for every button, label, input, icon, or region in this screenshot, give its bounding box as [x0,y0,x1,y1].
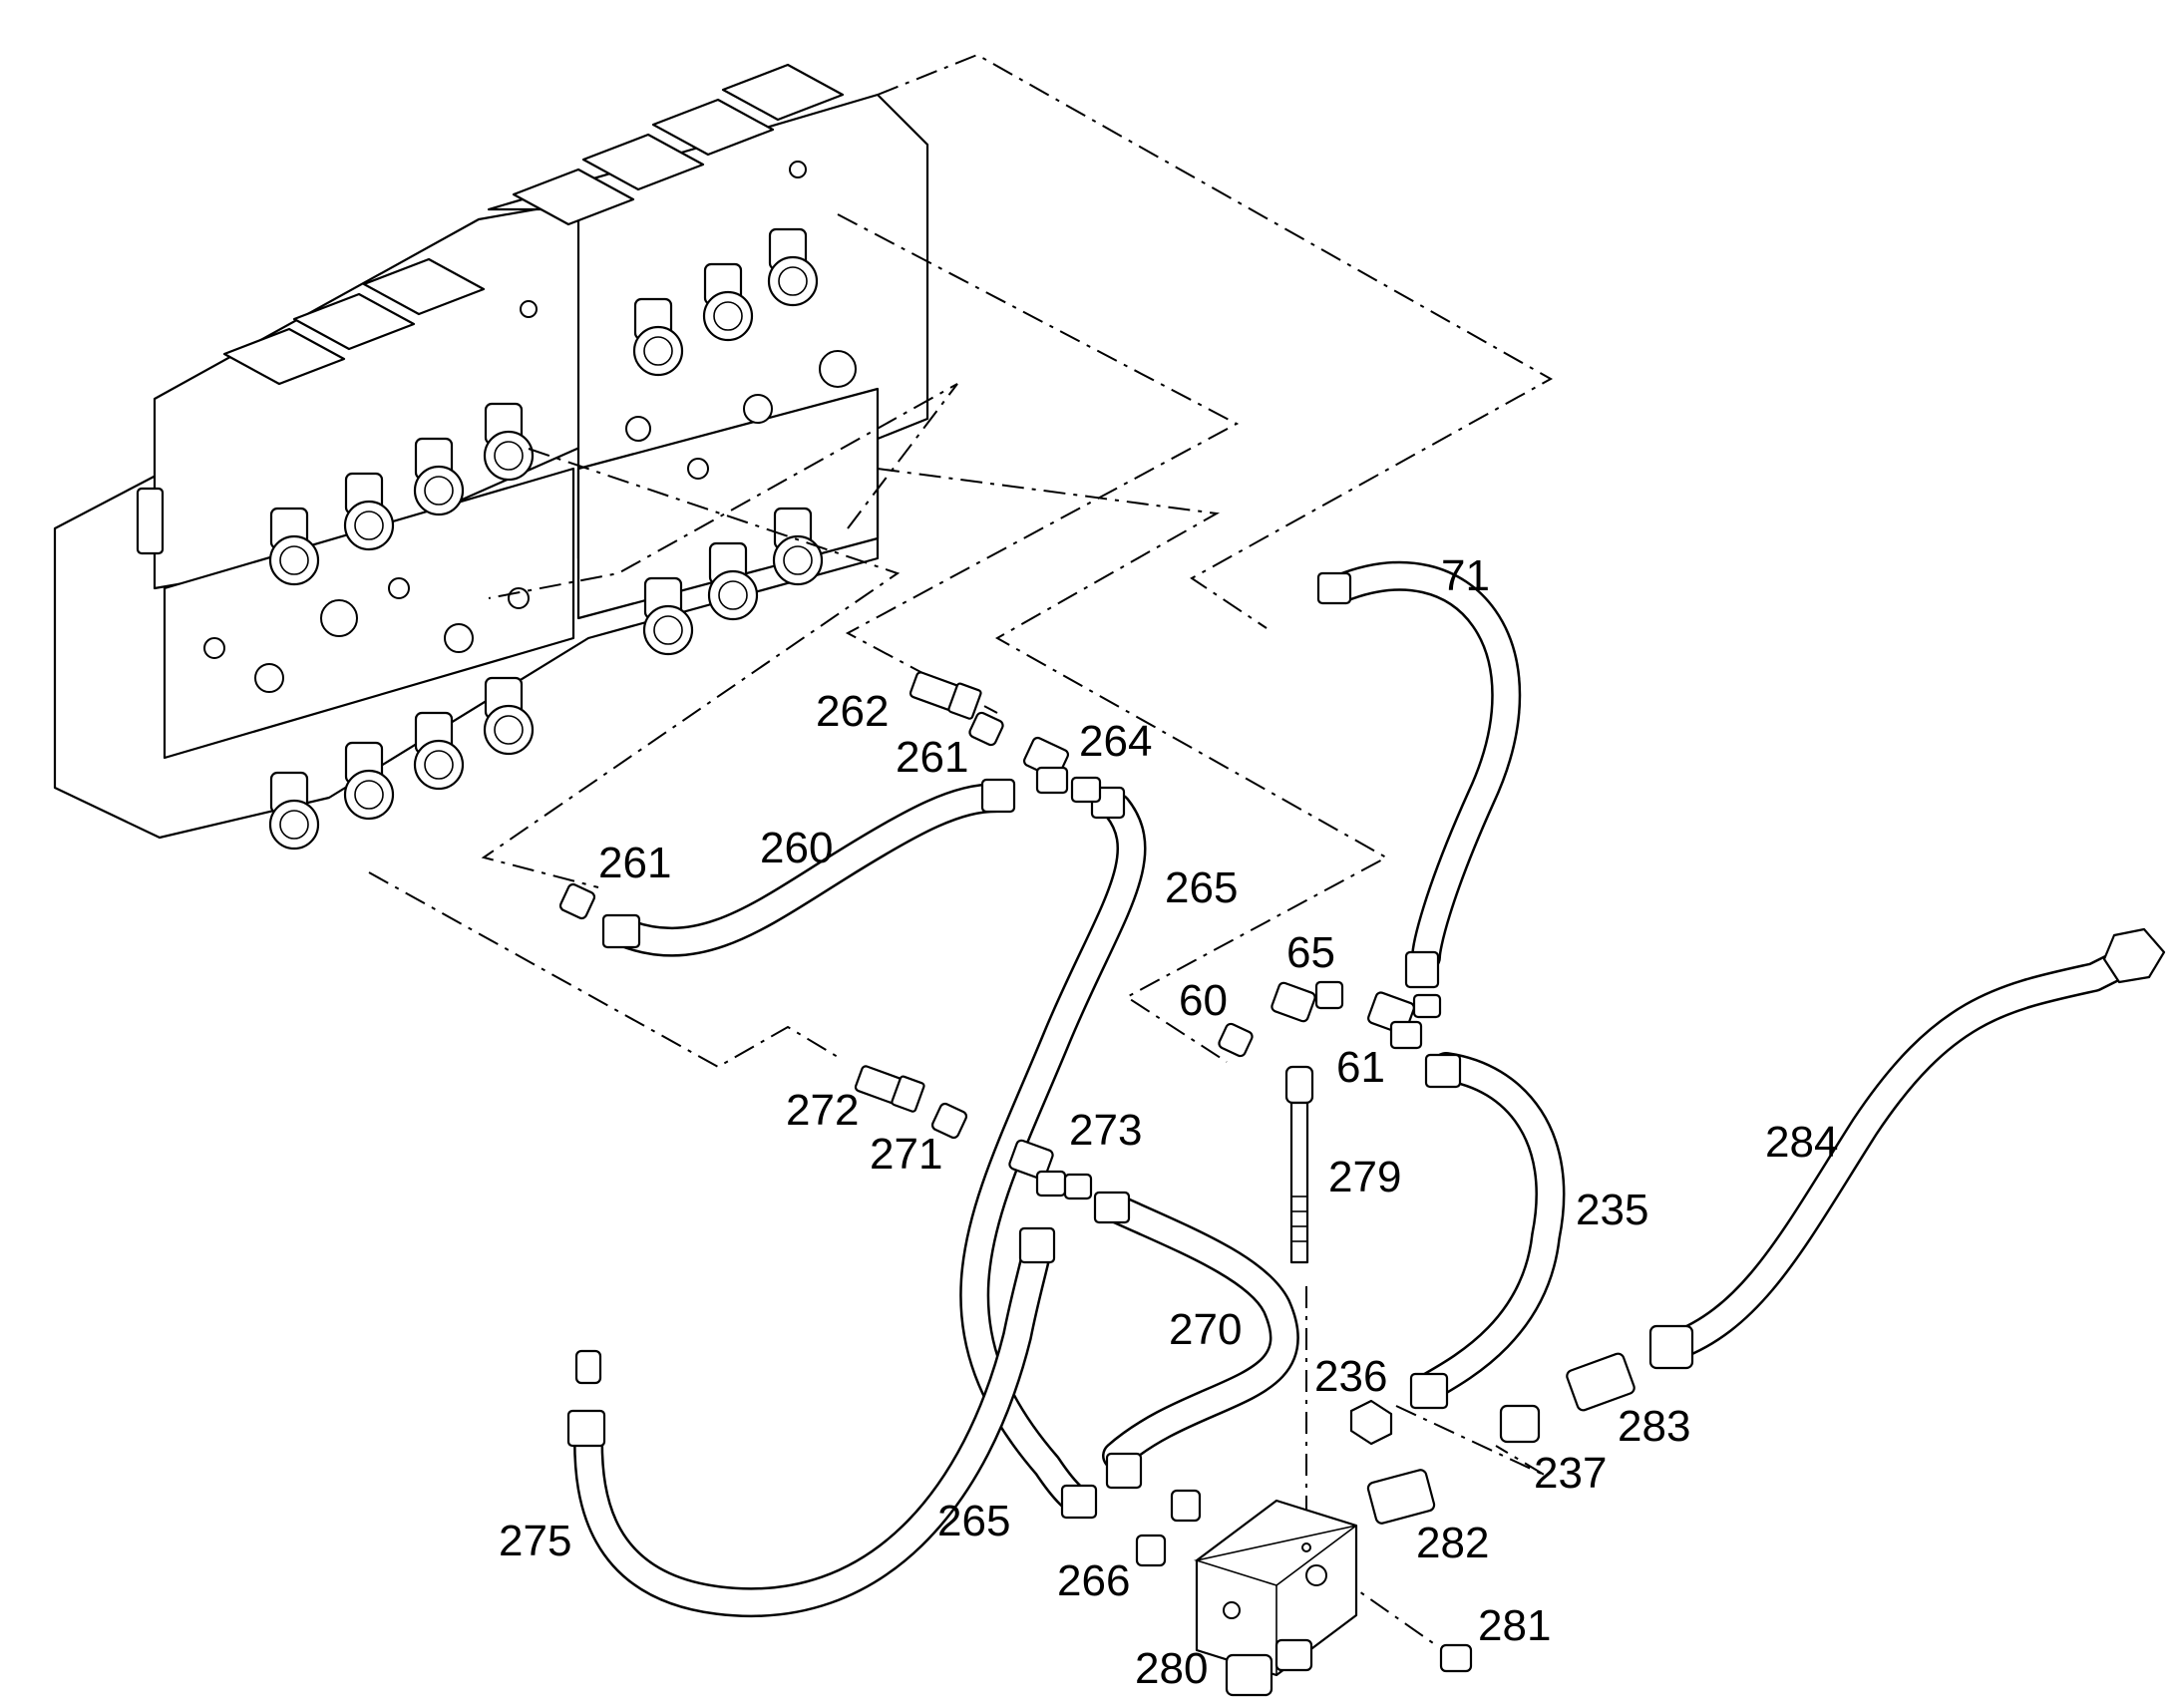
plug-281 [1439,1643,1473,1673]
hose-284 [1648,927,2166,1370]
fitting-237 [1499,1404,1541,1444]
fitting-272 [854,1065,925,1113]
callout-260: 260 [760,824,833,872]
fitting-236 [1349,1399,1393,1446]
callout-237: 237 [1534,1449,1607,1498]
hose-260 [601,778,1016,957]
callout-264: 264 [1079,717,1152,766]
leader-lines [368,53,1554,1646]
fitting-60 [1218,1022,1254,1058]
bolt-279 [1284,1065,1314,1264]
fitting-262 [908,671,982,720]
fitting-261-top [968,711,1004,747]
callout-71: 71 [1441,551,1490,600]
callout-265-lower: 265 [937,1497,1010,1545]
fitting-264 [1022,736,1102,804]
hose-235 [1409,1052,1566,1410]
callout-284: 284 [1765,1118,1838,1167]
solenoid-coils [268,227,824,851]
callout-labels: 71 262 261 264 260 261 265 65 60 61 272 … [499,551,1838,1693]
callout-261-left: 261 [598,839,671,887]
callout-270: 270 [1169,1305,1242,1354]
callout-283: 283 [1618,1402,1690,1451]
callout-281: 281 [1478,1601,1551,1650]
callout-60: 60 [1179,976,1228,1025]
callout-280: 280 [1135,1644,1208,1693]
solenoid-caps [222,63,845,386]
fitting-283 [1566,1352,1635,1412]
fitting-261-left [558,882,596,920]
callout-61: 61 [1336,1043,1385,1092]
hose-71 [1316,561,1522,989]
fitting-271 [930,1102,968,1140]
fitting-282 [1366,1469,1436,1525]
callout-266: 266 [1057,1556,1130,1605]
hose-275 [566,1226,1056,1617]
callout-261: 261 [896,733,968,782]
callout-235: 235 [1576,1186,1648,1234]
callout-273: 273 [1069,1106,1142,1155]
callout-65: 65 [1286,928,1335,977]
callout-279: 279 [1328,1153,1401,1201]
callout-262: 262 [816,687,889,736]
callout-275: 275 [499,1517,571,1565]
fitting-65 [1271,980,1344,1023]
callout-265-upper: 265 [1165,863,1238,912]
fitting-61 [1367,991,1442,1050]
fitting-266 [1135,1489,1202,1567]
control-valve-block [53,63,929,851]
fittings [558,671,1635,1673]
callout-236: 236 [1314,1352,1387,1401]
valve-block-280 [1193,1499,1358,1697]
hose-270 [1093,1191,1299,1490]
callout-272: 272 [786,1086,859,1135]
fitting-275-nipple [574,1349,602,1385]
callout-271: 271 [870,1130,942,1179]
callout-282: 282 [1416,1519,1489,1567]
fitting-273 [1008,1139,1093,1200]
hose-265-upper [959,786,1147,1520]
